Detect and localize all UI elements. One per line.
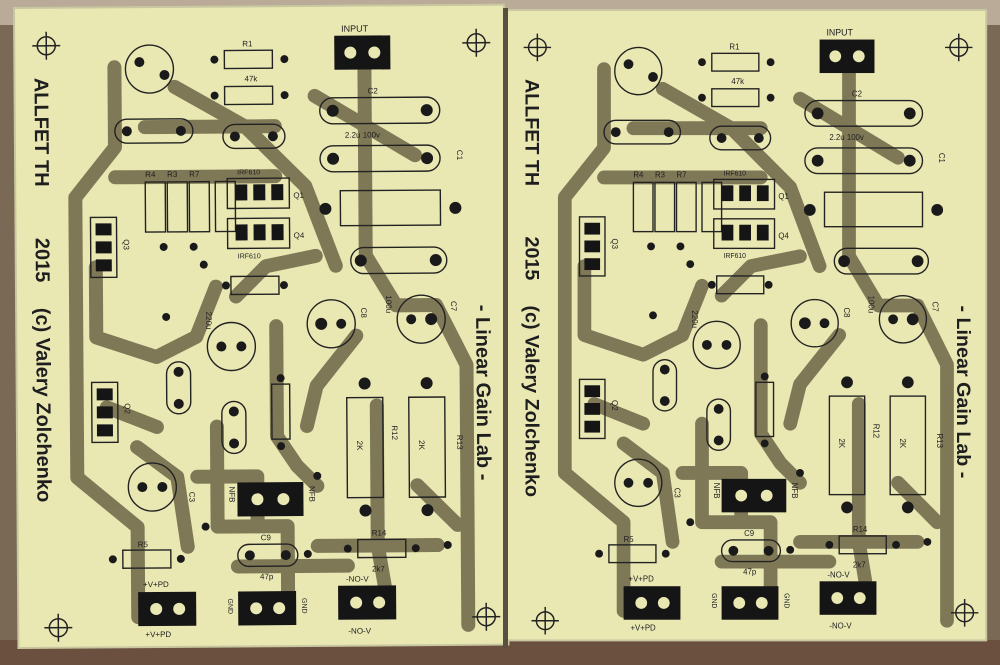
label-nfb-right: NFB bbox=[790, 483, 799, 499]
label-nfb-left: NFB bbox=[712, 483, 721, 499]
label-r7: R7 bbox=[189, 170, 200, 179]
pcb-board-left: ALLFET TH 2015 (c) Valery Zolchenko - Li… bbox=[14, 5, 508, 648]
label-r3: R3 bbox=[655, 170, 666, 179]
label-r14-value: 2k7 bbox=[853, 560, 866, 569]
label-q2: Q2 bbox=[123, 403, 132, 414]
label-gnd-right: GND bbox=[300, 598, 307, 614]
label-gnd-right: GND bbox=[782, 593, 789, 608]
label-c9: C9 bbox=[744, 529, 754, 538]
label-r13-value: 2K bbox=[898, 438, 907, 448]
label-c8: C8 bbox=[359, 308, 368, 319]
label-cap-220u: 220u bbox=[204, 312, 213, 330]
label-nov: -NO-V bbox=[827, 570, 850, 579]
label-c8: C8 bbox=[842, 307, 851, 318]
label-c2-value: 2.2u 100v bbox=[829, 133, 864, 142]
board-author: (c) Valery Zolchenko bbox=[521, 306, 543, 498]
label-r4: R4 bbox=[633, 170, 644, 179]
label-r1: R1 bbox=[729, 42, 739, 51]
label-r13: R13 bbox=[935, 434, 944, 449]
board-year: 2015 bbox=[31, 238, 53, 283]
label-c7: C7 bbox=[930, 302, 939, 312]
input-label: INPUT bbox=[826, 28, 853, 38]
label-r3: R3 bbox=[167, 170, 178, 179]
label-r5: R5 bbox=[138, 540, 149, 549]
label-vpd: +V+PD bbox=[629, 574, 655, 583]
label-q4: Q4 bbox=[778, 232, 789, 241]
label-vpd: +V+PD bbox=[143, 580, 169, 589]
label-c3: C3 bbox=[187, 492, 196, 503]
input-label: INPUT bbox=[341, 24, 369, 34]
label-q1: Q1 bbox=[293, 191, 304, 200]
label-r1: R1 bbox=[242, 39, 253, 48]
label-nov-bottom: -NO-V bbox=[348, 627, 371, 636]
label-c9-value: 47p bbox=[743, 567, 757, 576]
label-r12-value: 2K bbox=[837, 438, 846, 448]
label-c1: C1 bbox=[455, 150, 464, 161]
board-year: 2015 bbox=[521, 237, 543, 281]
label-r1-value: 47k bbox=[244, 74, 258, 83]
board-lab-label: - Linear Gain Lab - bbox=[952, 306, 974, 479]
board-author: (c) Valery Zolchenko bbox=[31, 308, 54, 503]
label-c2-value: 2.2u 100v bbox=[345, 130, 380, 139]
label-r1-value: 47k bbox=[731, 77, 744, 86]
label-r12-value: 2K bbox=[355, 441, 364, 452]
label-r13: R13 bbox=[455, 435, 464, 450]
label-irf610-bottom: IRF610 bbox=[724, 253, 747, 260]
label-c9: C9 bbox=[261, 533, 272, 542]
label-irf610-top: IRF610 bbox=[724, 170, 747, 177]
label-vpd-bottom: +V+PD bbox=[145, 630, 171, 639]
label-q1: Q1 bbox=[778, 192, 788, 201]
label-q3: Q3 bbox=[610, 239, 619, 250]
label-q2: Q2 bbox=[610, 400, 619, 411]
pcb-board-right: ALLFET TH 2015 (c) Valery Zolchenko - Li… bbox=[506, 10, 986, 640]
board-lab-label: - Linear Gain Lab - bbox=[471, 305, 494, 481]
label-nfb-left: NFB bbox=[227, 486, 236, 502]
board-title: ALLFET TH bbox=[29, 78, 52, 187]
label-vpd-bottom: +V+PD bbox=[630, 624, 656, 633]
label-irf610-bottom: IRF610 bbox=[238, 253, 261, 260]
label-r12: R12 bbox=[872, 424, 881, 438]
label-r4: R4 bbox=[145, 170, 156, 179]
label-irf610-top: IRF610 bbox=[237, 169, 260, 176]
label-c2: C2 bbox=[852, 90, 862, 99]
label-r14-value: 2k7 bbox=[372, 564, 386, 573]
label-r12: R12 bbox=[390, 425, 399, 440]
label-q3: Q3 bbox=[122, 239, 131, 250]
label-r13-value: 2K bbox=[417, 440, 426, 451]
label-gnd-left: GND bbox=[710, 593, 717, 608]
label-nov: -NO-V bbox=[346, 575, 369, 584]
label-q4: Q4 bbox=[294, 231, 305, 240]
label-c7: C7 bbox=[449, 301, 458, 312]
label-c1: C1 bbox=[937, 153, 946, 163]
board-title: ALLFET TH bbox=[521, 79, 543, 186]
label-c-value-left: 100u bbox=[384, 295, 393, 313]
label-r14: R14 bbox=[372, 528, 387, 537]
label-r5: R5 bbox=[624, 535, 635, 544]
label-c-value-left: 100u bbox=[867, 296, 876, 314]
label-cap-220u: 220u bbox=[690, 310, 699, 328]
label-c9-value: 47p bbox=[260, 572, 274, 581]
label-r14: R14 bbox=[853, 525, 868, 534]
label-nov-bottom: -NO-V bbox=[829, 622, 852, 631]
label-gnd-left: GND bbox=[226, 598, 233, 614]
label-c3: C3 bbox=[673, 488, 682, 499]
label-c2: C2 bbox=[368, 86, 379, 95]
label-nfb-right: NFB bbox=[307, 486, 316, 502]
board-gap bbox=[503, 8, 508, 648]
label-r7: R7 bbox=[677, 170, 687, 179]
